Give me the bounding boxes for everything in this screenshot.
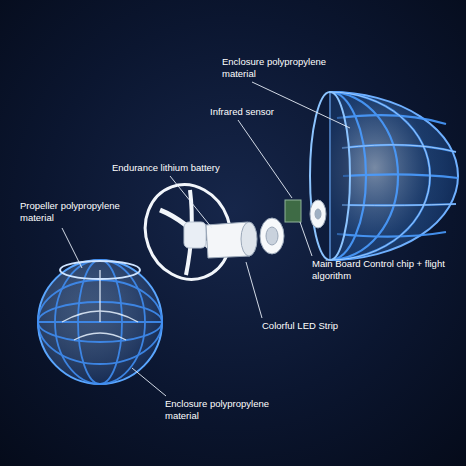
part-label: Enclosure polypropylene material	[165, 398, 275, 423]
upper-enclosure	[310, 92, 458, 260]
part-label: Colorful LED Strip	[262, 320, 372, 332]
part-label: Infrared sensor	[210, 106, 310, 118]
part-label: Propeller polypropylene material	[20, 200, 130, 225]
part-label: Enclosure polypropylene material	[222, 56, 332, 81]
part-label: Endurance lithium battery	[112, 162, 252, 174]
core-components	[206, 200, 326, 258]
lower-enclosure	[38, 260, 162, 384]
part-label: Main Board Control chip + flight algorit…	[312, 258, 452, 283]
leader-lines	[62, 82, 350, 396]
